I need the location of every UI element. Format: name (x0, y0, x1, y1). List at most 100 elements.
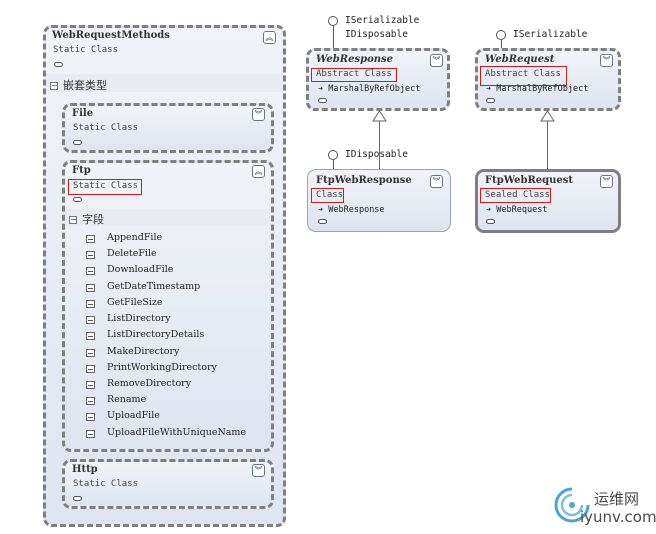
member-toggle-icon[interactable] (73, 496, 82, 501)
field-icon (86, 430, 95, 438)
field-name: ListDirectory (107, 313, 171, 324)
field-icon (86, 349, 95, 357)
field-name: UploadFile (107, 410, 160, 421)
collapse-toggle-icon[interactable]: − (69, 215, 77, 224)
class-title: File (72, 108, 94, 119)
field-icon (86, 235, 95, 243)
interface-lollipop-icon (328, 150, 338, 160)
class-stereotype: Abstract Class (485, 69, 561, 79)
class-title: FtpWebRequest (485, 175, 574, 186)
inheritance-line (379, 121, 380, 169)
class-stereotype: Static Class (73, 123, 139, 133)
class-stereotype: Sealed Class (485, 190, 551, 200)
field-icon (86, 332, 95, 340)
inheritance-line (547, 121, 548, 169)
chevron-double-down-icon[interactable]: ︾ (600, 175, 613, 188)
class-file[interactable] (62, 103, 274, 153)
cloud-logo-icon (554, 487, 590, 523)
class-ftpwebrequest[interactable] (475, 169, 621, 233)
watermark-url: iyunv.com (580, 508, 656, 526)
base-class-label: ➔ MarshalByRefObject (486, 84, 589, 94)
chevron-double-up-icon[interactable]: ︽ (252, 165, 265, 178)
class-stereotype: Class (316, 190, 344, 200)
highlight-box (68, 179, 142, 195)
arrow-right-icon: ➔ (318, 84, 329, 94)
field-icon (86, 316, 95, 324)
class-title: WebResponse (316, 54, 393, 65)
class-webrequest[interactable] (475, 48, 621, 111)
member-toggle-icon[interactable] (486, 98, 495, 103)
interface-label: ISerializable (345, 15, 420, 26)
field-icon (86, 381, 95, 389)
collapse-toggle-icon[interactable]: − (50, 81, 58, 90)
member-toggle-icon[interactable] (318, 219, 327, 224)
field-icon (86, 284, 95, 292)
highlight-box (480, 188, 551, 203)
member-toggle-icon[interactable] (318, 98, 327, 103)
class-ftp[interactable] (62, 160, 274, 452)
base-class-label: ➔ WebResponse (318, 205, 385, 215)
class-stereotype: Static Class (73, 479, 139, 489)
interface-label: IDisposable (345, 29, 408, 40)
class-title: FtpWebResponse (316, 175, 412, 186)
interface-label: ISerializable (513, 29, 588, 40)
field-name: DownloadFile (107, 264, 174, 275)
field-name: UploadFileWithUniqueName (107, 427, 247, 438)
field-name: GetDateTimestamp (107, 281, 201, 292)
member-toggle-icon[interactable] (73, 140, 82, 145)
interface-lollipop-icon (496, 30, 506, 40)
class-stereotype: Static Class (53, 45, 119, 55)
lollipop-stem (333, 160, 334, 169)
class-title: Http (72, 464, 98, 475)
field-icon (86, 413, 95, 421)
chevron-double-down-icon[interactable]: ︾ (252, 108, 265, 121)
nested-types-label[interactable]: −嵌套类型 (50, 79, 107, 92)
field-icon (86, 267, 95, 275)
class-title: WebRequest (485, 54, 555, 65)
base-class-label: ➔ WebRequest (486, 205, 548, 215)
inheritance-arrowhead-icon (372, 110, 387, 122)
field-name: RemoveDirectory (107, 378, 192, 389)
class-stereotype: Static Class (73, 181, 139, 191)
member-toggle-icon[interactable] (486, 219, 495, 224)
fields-label[interactable]: −字段 (69, 213, 104, 226)
highlight-box (311, 188, 344, 203)
chevron-double-down-icon[interactable]: ︾ (430, 54, 443, 67)
arrow-right-icon: ➔ (318, 205, 329, 215)
interface-lollipop-icon (328, 16, 338, 26)
lollipop-stem (333, 26, 334, 50)
chevron-double-down-icon[interactable]: ︾ (600, 54, 613, 67)
chevron-double-up-icon[interactable]: ︽ (263, 31, 276, 44)
member-toggle-icon[interactable] (73, 197, 82, 202)
arrow-right-icon: ➔ (486, 205, 497, 215)
field-icon (86, 365, 95, 373)
chevron-double-down-icon[interactable]: ︾ (430, 175, 443, 188)
field-name: DeleteFile (107, 248, 157, 259)
field-icon (86, 300, 95, 308)
field-name: Rename (107, 394, 147, 405)
class-title: Ftp (72, 165, 91, 176)
class-http[interactable] (62, 459, 274, 509)
class-title: WebRequestMethods (52, 30, 170, 41)
field-name: ListDirectoryDetails (107, 329, 205, 340)
interface-label: IDisposable (345, 149, 408, 160)
base-class-label: ➔ MarshalByRefObject (318, 84, 421, 94)
chevron-double-down-icon[interactable]: ︾ (252, 464, 265, 477)
highlight-box (480, 66, 567, 86)
nested-types-header[interactable] (46, 74, 283, 92)
lollipop-stem (501, 40, 502, 50)
watermark-name: 运维网 (594, 490, 640, 508)
highlight-box (311, 68, 397, 82)
class-webresponse[interactable] (306, 48, 450, 111)
member-toggle-icon[interactable] (54, 62, 63, 67)
field-name: AppendFile (107, 232, 163, 243)
field-icon (86, 397, 95, 405)
field-icon (86, 251, 95, 259)
fields-header[interactable] (65, 209, 271, 226)
class-ftpwebresponse[interactable] (307, 169, 451, 232)
field-name: MakeDirectory (107, 346, 180, 357)
inheritance-arrowhead-icon (540, 110, 555, 122)
field-name: GetFileSize (107, 297, 163, 308)
arrow-right-icon: ➔ (486, 84, 497, 94)
class-stereotype: Abstract Class (316, 69, 392, 79)
